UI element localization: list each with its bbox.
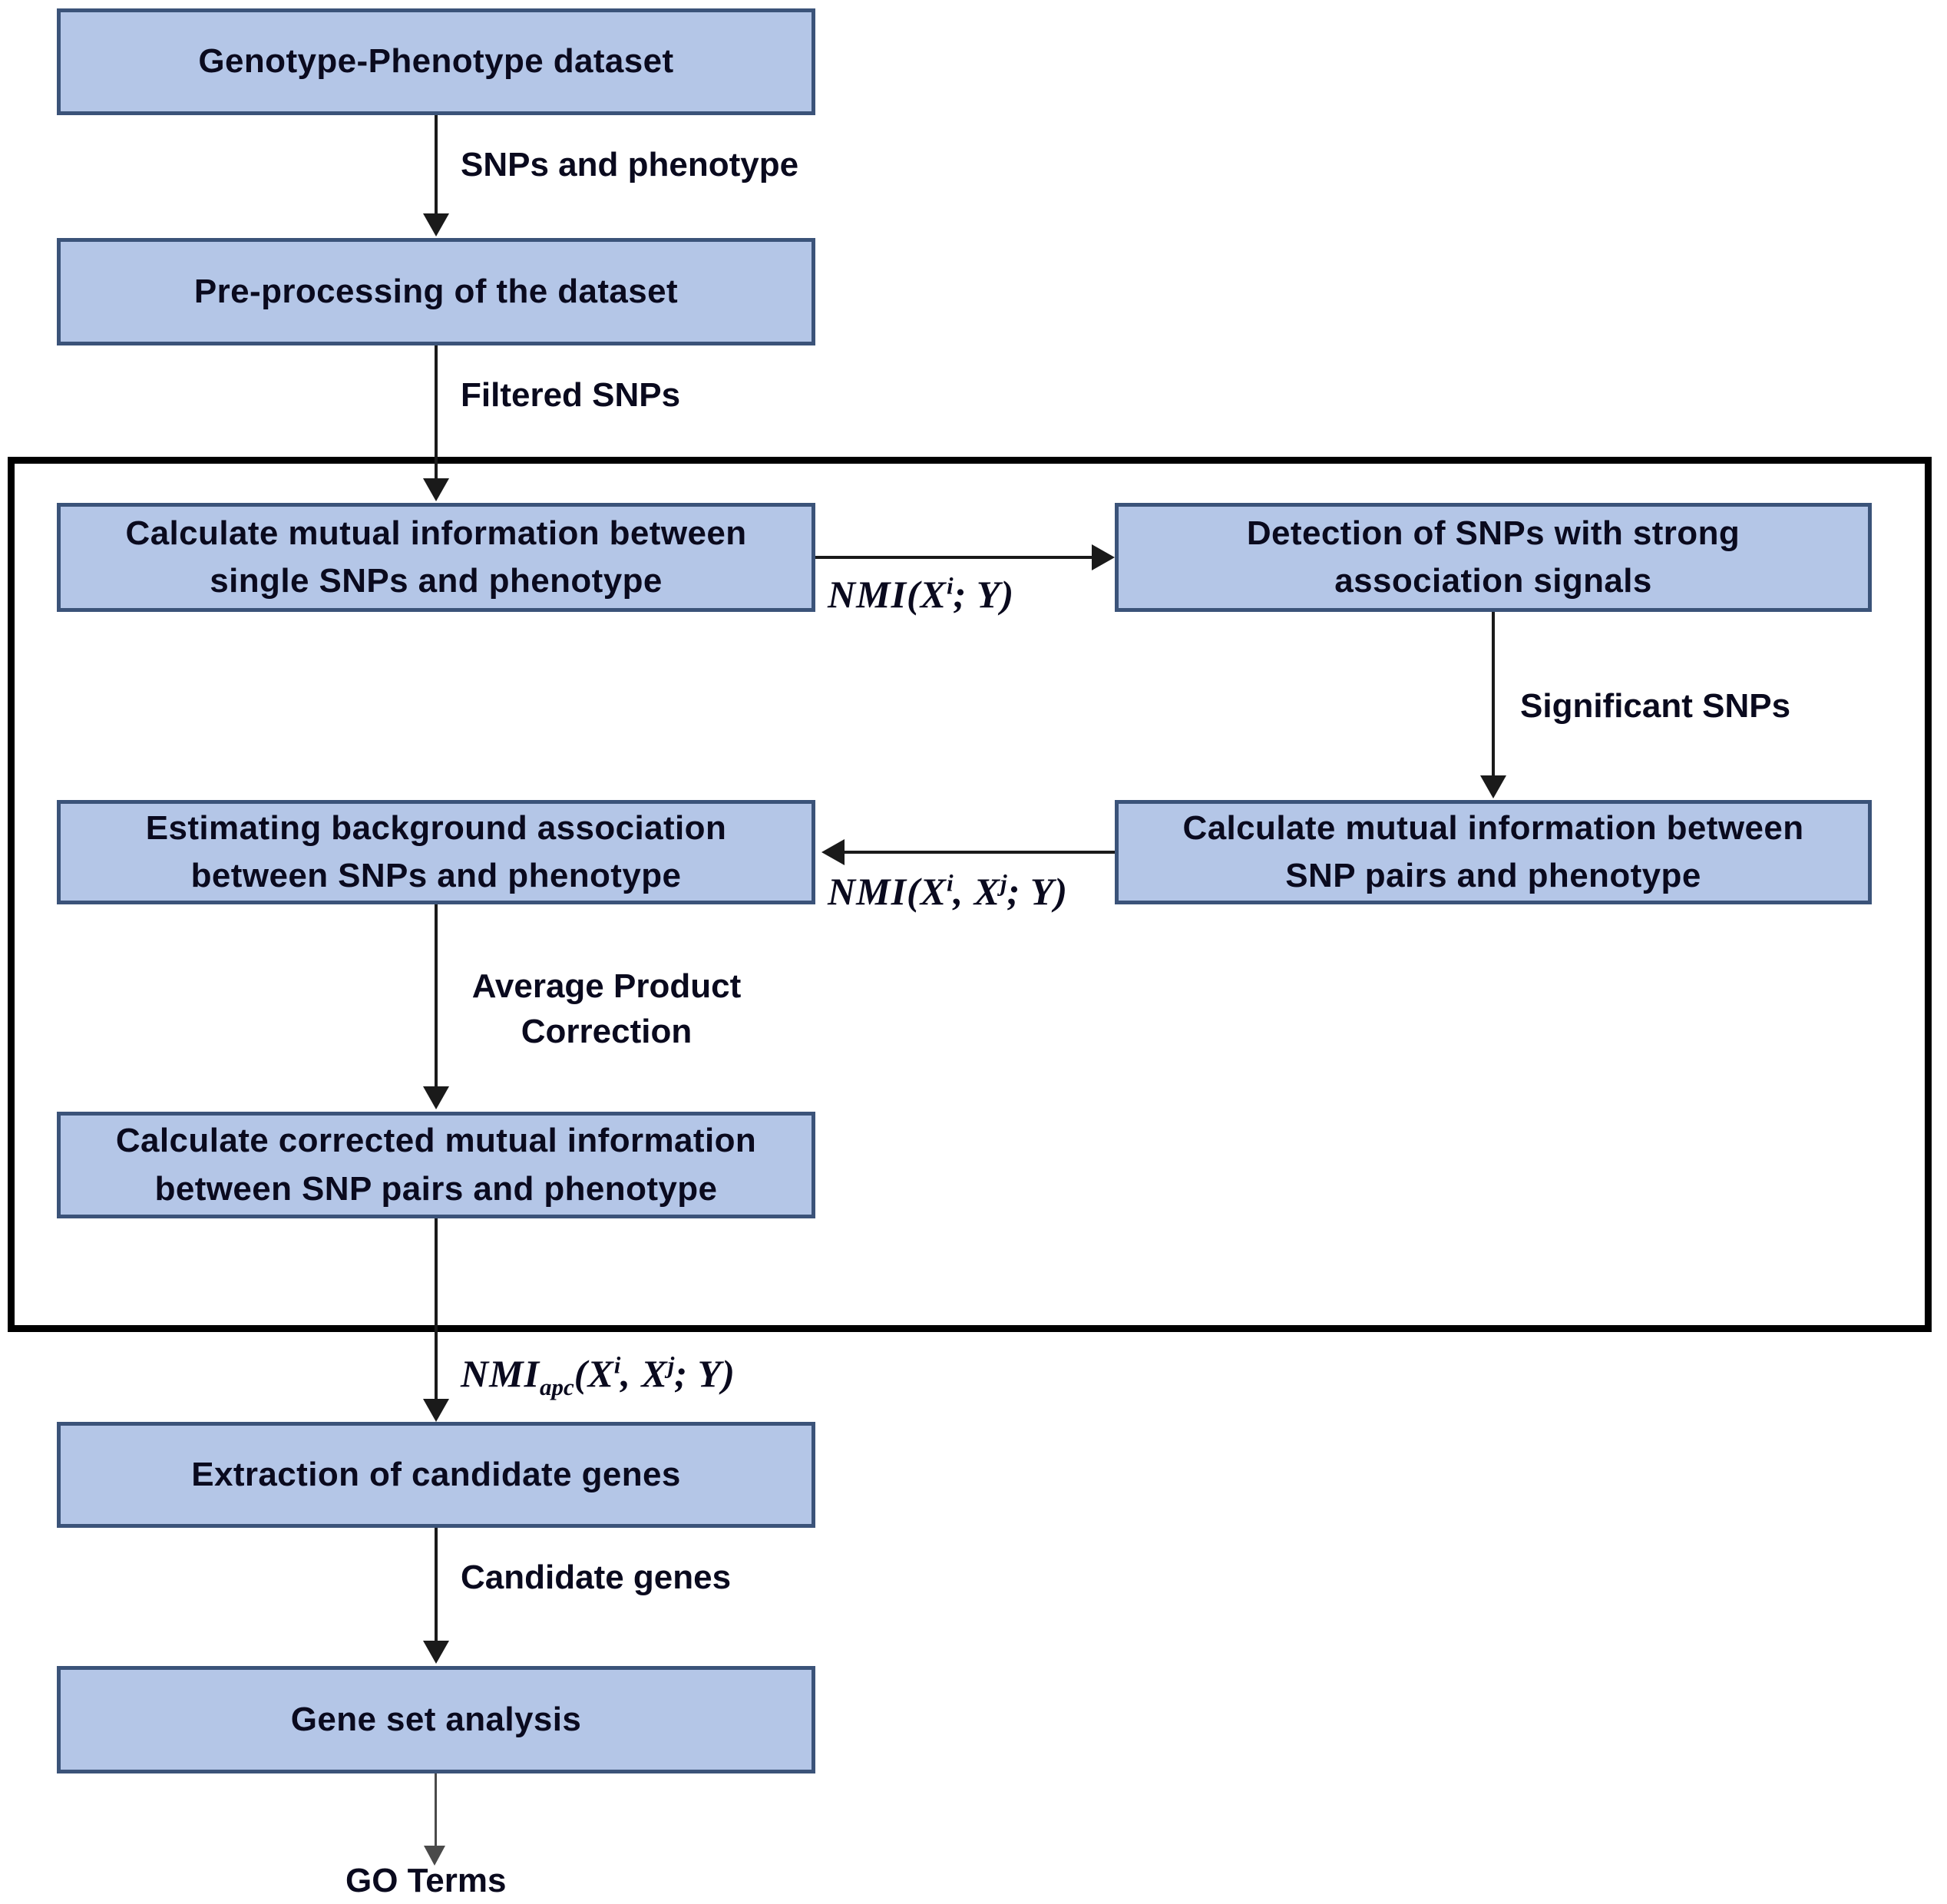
nmi-apc-sub: apc bbox=[540, 1373, 574, 1400]
nmi-apc-sup2: j bbox=[667, 1351, 675, 1379]
connector-mi-single-to-detection bbox=[815, 556, 1093, 559]
arrowhead-mi-snp-pairs-to-estimating-background bbox=[821, 839, 845, 865]
node-calculate-corrected-mi-line1: Calculate corrected mutual information bbox=[115, 1122, 757, 1160]
node-detection-of-snps-strong-signals[interactable]: Detection of SNPs with strong associatio… bbox=[1115, 503, 1872, 612]
nmi-pair-sup1: i bbox=[947, 869, 954, 897]
node-gene-set-analysis[interactable]: Gene set analysis bbox=[57, 1666, 815, 1773]
node-estimating-background-association-line1: Estimating background association bbox=[145, 808, 727, 847]
nmi-single-sup: i bbox=[947, 572, 954, 600]
node-genotype-phenotype-dataset[interactable]: Genotype-Phenotype dataset bbox=[57, 8, 815, 115]
math-label-nmi-single: NMI(Xi; Y) bbox=[828, 572, 1014, 616]
nmi-pair-tail: ; Y) bbox=[1007, 870, 1069, 913]
arrowhead-corrected-mi-to-extraction bbox=[423, 1399, 449, 1422]
node-gene-set-analysis-label: Gene set analysis bbox=[290, 1700, 582, 1738]
connector-dataset-to-preprocessing bbox=[435, 115, 438, 215]
arrowhead-detection-to-mi-snp-pairs bbox=[1480, 775, 1506, 798]
node-calculate-mi-snp-pairs-line2: SNP pairs and phenotype bbox=[1285, 857, 1701, 894]
node-calculate-mi-snp-pairs-line1: Calculate mutual information between bbox=[1182, 808, 1804, 847]
node-estimating-background-association[interactable]: Estimating background association betwee… bbox=[57, 800, 815, 904]
edge-label-average-product-correction: Average Product Correction bbox=[461, 964, 752, 1055]
node-extraction-of-candidate-genes[interactable]: Extraction of candidate genes bbox=[57, 1422, 815, 1528]
nmi-single-base: NMI(X bbox=[828, 573, 947, 616]
connector-extraction-to-gene-set-analysis bbox=[435, 1528, 438, 1643]
arrowhead-gene-set-analysis-to-go-terms bbox=[424, 1846, 445, 1866]
edge-label-candidate-genes: Candidate genes bbox=[461, 1559, 732, 1596]
nmi-apc-sup1: i bbox=[613, 1351, 621, 1379]
math-label-nmi-apc: NMIapc(Xi, Xj; Y) bbox=[461, 1351, 735, 1401]
node-estimating-background-association-line2: between SNPs and phenotype bbox=[190, 857, 682, 894]
node-calculate-mi-single-snps-label: Calculate mutual information between sin… bbox=[81, 510, 792, 606]
node-detection-of-snps-strong-signals-line2: association signals bbox=[1334, 562, 1652, 600]
node-detection-of-snps-strong-signals-label: Detection of SNPs with strong associatio… bbox=[1139, 510, 1848, 606]
node-calculate-mi-single-snps-line2: single SNPs and phenotype bbox=[210, 562, 663, 600]
nmi-pair-base: NMI(X bbox=[828, 870, 947, 913]
arrowhead-extraction-to-gene-set-analysis bbox=[423, 1641, 449, 1664]
node-pre-processing-of-the-dataset[interactable]: Pre-processing of the dataset bbox=[57, 238, 815, 345]
edge-label-apc-line2: Correction bbox=[521, 1013, 693, 1051]
node-extraction-of-candidate-genes-label: Extraction of candidate genes bbox=[191, 1455, 681, 1493]
node-calculate-corrected-mi-label: Calculate corrected mutual information b… bbox=[81, 1117, 792, 1213]
nmi-apc-open: (X bbox=[574, 1352, 614, 1395]
nmi-apc-tail: ; Y) bbox=[674, 1352, 735, 1395]
nmi-apc-mid: , X bbox=[620, 1352, 668, 1395]
connector-mi-snp-pairs-to-estimating-background bbox=[845, 851, 1115, 854]
arrowhead-dataset-to-preprocessing bbox=[423, 213, 449, 236]
node-calculate-corrected-mi-line2: between SNP pairs and phenotype bbox=[154, 1169, 718, 1208]
node-calculate-mi-snp-pairs-label: Calculate mutual information between SNP… bbox=[1139, 805, 1848, 901]
node-estimating-background-association-label: Estimating background association betwee… bbox=[81, 805, 792, 901]
node-calculate-mi-single-snps-line1: Calculate mutual information between bbox=[125, 514, 747, 552]
nmi-pair-sup2: j bbox=[1000, 869, 1007, 897]
nmi-single-tail: ; Y) bbox=[953, 573, 1015, 616]
node-calculate-mi-snp-pairs[interactable]: Calculate mutual information between SNP… bbox=[1115, 800, 1872, 904]
node-detection-of-snps-strong-signals-line1: Detection of SNPs with strong bbox=[1246, 514, 1740, 552]
math-label-nmi-pair: NMI(Xi, Xj; Y) bbox=[828, 869, 1068, 914]
nmi-pair-mid: , X bbox=[953, 870, 1001, 913]
node-genotype-phenotype-dataset-label: Genotype-Phenotype dataset bbox=[198, 42, 674, 81]
connector-preprocessing-to-calculate-mi-single bbox=[435, 345, 438, 480]
edge-label-significant-snps: Significant SNPs bbox=[1520, 687, 1791, 725]
arrowhead-mi-single-to-detection bbox=[1092, 544, 1115, 570]
node-calculate-mi-single-snps[interactable]: Calculate mutual information between sin… bbox=[57, 503, 815, 612]
arrowhead-estimating-background-to-corrected-mi bbox=[423, 1086, 449, 1109]
connector-corrected-mi-to-extraction bbox=[435, 1218, 438, 1401]
connector-gene-set-analysis-to-go-terms bbox=[435, 1773, 437, 1849]
node-pre-processing-of-the-dataset-label: Pre-processing of the dataset bbox=[193, 272, 679, 310]
terminal-go-terms: GO Terms bbox=[345, 1862, 507, 1899]
edge-label-filtered-snps: Filtered SNPs bbox=[461, 376, 681, 414]
node-calculate-corrected-mi[interactable]: Calculate corrected mutual information b… bbox=[57, 1112, 815, 1218]
connector-detection-to-mi-snp-pairs bbox=[1492, 612, 1495, 777]
connector-estimating-background-to-corrected-mi bbox=[435, 904, 438, 1089]
nmi-apc-base: NMI bbox=[461, 1352, 540, 1395]
edge-label-snps-and-phenotype: SNPs and phenotype bbox=[461, 146, 799, 183]
edge-label-apc-line1: Average Product bbox=[471, 967, 742, 1005]
arrowhead-preprocessing-to-calculate-mi-single bbox=[423, 478, 449, 501]
